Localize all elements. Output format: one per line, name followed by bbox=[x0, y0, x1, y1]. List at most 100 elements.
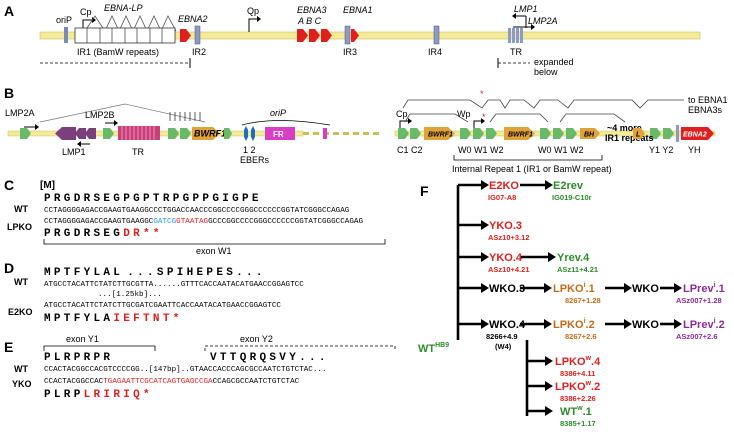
lpko2-sup: i bbox=[584, 318, 586, 325]
lpko1-label: LPKO bbox=[553, 283, 584, 295]
lineage-tree bbox=[456, 183, 674, 416]
genome-backbone-a bbox=[39, 31, 701, 40]
lpkow2-node: LPKOw.2 bbox=[555, 380, 600, 393]
seq-ko-c: CCTAGGGGAGACCGAAGTGAAGGCGATCGGTAATAGGCCC… bbox=[44, 218, 363, 226]
lprev2-sup: i bbox=[714, 318, 716, 325]
wko4-id2: (W4) bbox=[495, 342, 512, 351]
aa-ko-e-part1: PLRP bbox=[44, 389, 84, 401]
stop-star-2: * bbox=[482, 112, 486, 122]
panel-b-label: B bbox=[4, 85, 14, 101]
lpko1-suffix: .1 bbox=[586, 283, 595, 295]
lpko1-id: 8267+1.28 bbox=[565, 296, 601, 305]
ebna3-sub-label: A B C bbox=[297, 16, 322, 26]
seq-ko-c-part4: GCCCGGCCCCGGGCCCCCCGGTATCGGGCCAGAG bbox=[208, 218, 363, 226]
lpko2-label: LPKO bbox=[553, 319, 584, 331]
fr-label: FR bbox=[273, 130, 284, 139]
aa-ko-d: MPTFYLAIEFTNT* bbox=[44, 313, 183, 325]
ebna3c-gene bbox=[321, 29, 332, 42]
aa-ko-e-part2: LRIRIQ* bbox=[84, 389, 153, 401]
aa-wt-d-part1: MPTFYLAL bbox=[44, 267, 123, 279]
qp-promoter bbox=[248, 18, 258, 32]
lprev2-node: LPrevi.2 bbox=[683, 318, 725, 331]
lprev2-label: LPrev bbox=[683, 319, 714, 331]
lprev2-suffix: .2 bbox=[716, 319, 725, 331]
wko-b-node: WKO bbox=[632, 319, 659, 331]
lprev1-sup: i bbox=[714, 282, 716, 289]
wp-label-b: Wp bbox=[457, 109, 471, 119]
aa-ko-d-part2: IEFTNT* bbox=[113, 313, 182, 325]
stop-star-1: * bbox=[480, 89, 484, 99]
lpko1-sup: i bbox=[584, 282, 586, 289]
seq-ko-e-part1: CCACTACGGCCAC bbox=[44, 378, 104, 386]
bwrf1-label-b3: BWRF1 bbox=[508, 132, 533, 139]
ir3-box bbox=[344, 25, 351, 45]
exon-y2-label: exon Y2 bbox=[240, 334, 273, 344]
splice-bottom bbox=[404, 113, 626, 123]
root-wt-label: WT bbox=[418, 343, 435, 355]
exon-y1-label: exon Y1 bbox=[66, 334, 99, 344]
ir1-label: IR1 (BamW repeats) bbox=[77, 47, 159, 57]
exon-w1-bracket bbox=[43, 239, 386, 245]
splice-top bbox=[402, 99, 684, 109]
panel-f: F bbox=[418, 180, 725, 428]
lpko2-node: LPKOi.2 bbox=[553, 318, 595, 331]
ebna1-label-a: EBNA1 bbox=[343, 5, 373, 15]
lpkow2-id: 8386+2.26 bbox=[560, 394, 596, 403]
orip-label-b: oriP bbox=[270, 108, 286, 118]
e2ko-label-d: E2KO bbox=[8, 307, 33, 317]
w0w1w2-label-a: W0 W1 W2 bbox=[458, 145, 504, 155]
panel-f-label: F bbox=[420, 183, 429, 199]
panel-d: D MPTFYLAL...SPIHEPES... WT ATGCCTACATTC… bbox=[4, 260, 304, 325]
cp-label-b: Cp bbox=[396, 109, 408, 119]
orip-bracket bbox=[241, 120, 331, 126]
ir4-label: IR4 bbox=[428, 47, 442, 57]
ebna2-gene-b bbox=[681, 127, 714, 140]
panel-a: A oriP Cp EBNA-LP IR1 (BamW repeats) EBN… bbox=[4, 3, 701, 77]
w0w1w2-label-b: W0 W1 W2 bbox=[538, 145, 584, 155]
ir2-label: IR2 bbox=[192, 47, 206, 57]
bh-label: BH bbox=[584, 132, 595, 139]
yko4-id: ASz10+4.21 bbox=[488, 265, 530, 274]
yko4-node: YKO.4 bbox=[489, 252, 523, 264]
tr-label-b: TR bbox=[132, 147, 144, 157]
lprev1-node: LPrevi.1 bbox=[683, 282, 725, 295]
lmp2a-label-b: LMP2A bbox=[5, 108, 35, 118]
ir4-box bbox=[433, 25, 440, 45]
wko3-node: WKO.3 bbox=[489, 283, 525, 295]
internal-repeat-label: Internal Repeat 1 (IR1 or BamW repeat) bbox=[452, 164, 612, 174]
panel-b: B LMP2A LMP2B LMP1 bbox=[4, 85, 728, 174]
lprev1-id: ASz007+1.28 bbox=[676, 296, 722, 305]
lmp2a-transcript-exons bbox=[169, 112, 201, 121]
lpkow4-sup: w bbox=[585, 355, 592, 362]
seq-wt-d: ATGCCTACATTCTATCTTGCGTTA......GTTTCACCAA… bbox=[44, 281, 304, 289]
lpko2-suffix: .2 bbox=[586, 319, 595, 331]
lmp1-arrow-a bbox=[515, 15, 527, 28]
cp-label-a: Cp bbox=[80, 7, 92, 17]
yh-label: YH bbox=[688, 145, 701, 155]
seq-gap-d: ...[1.25kb]... bbox=[98, 291, 162, 299]
exon-y1-bracket bbox=[43, 345, 156, 351]
qp-label: Qp bbox=[247, 6, 259, 16]
yko-label-e: YKO bbox=[12, 379, 32, 389]
lpkow2-sup: w bbox=[585, 380, 592, 387]
wtw1-sup: w bbox=[576, 405, 583, 412]
e2rev-id: IG019-C10r bbox=[552, 193, 592, 202]
lmp1-label-a: LMP1 bbox=[514, 4, 538, 14]
y1y2-label: Y1 Y2 bbox=[649, 145, 673, 155]
lpkow4-label: LPKO bbox=[555, 356, 586, 368]
green-exons-left bbox=[20, 128, 191, 139]
orip-label-a: oriP bbox=[56, 15, 72, 25]
bwrf1-gene-b bbox=[192, 127, 220, 140]
bwrf1-label-b: BWRF1 bbox=[194, 129, 226, 139]
root-wt-sup: HB9 bbox=[435, 342, 449, 349]
seq-ko-e-part2: TGAGAATTCGCATCAGTGAGCCGA bbox=[103, 378, 213, 386]
l-label: L bbox=[636, 132, 640, 139]
aa-ko-d-part1: MPTFYLA bbox=[44, 313, 113, 325]
seq-wt-e: CCACTACGGCCACGTCCCCGG..[147bp]..GTAACCAC… bbox=[44, 366, 327, 374]
aa-wt-d-part2: ...SPIHEPES... bbox=[127, 267, 266, 279]
e2rev-node: E2rev bbox=[553, 180, 584, 192]
seq-ko-c-part1: CCTAGGGGAGACCGAAGTGAAGGC bbox=[44, 218, 154, 226]
ir1-box-right bbox=[676, 125, 679, 142]
seq-wt-c: CCTAGGGGAGACCGAAGTGAAGGCCCTGGACCAACCCGGC… bbox=[44, 207, 350, 215]
